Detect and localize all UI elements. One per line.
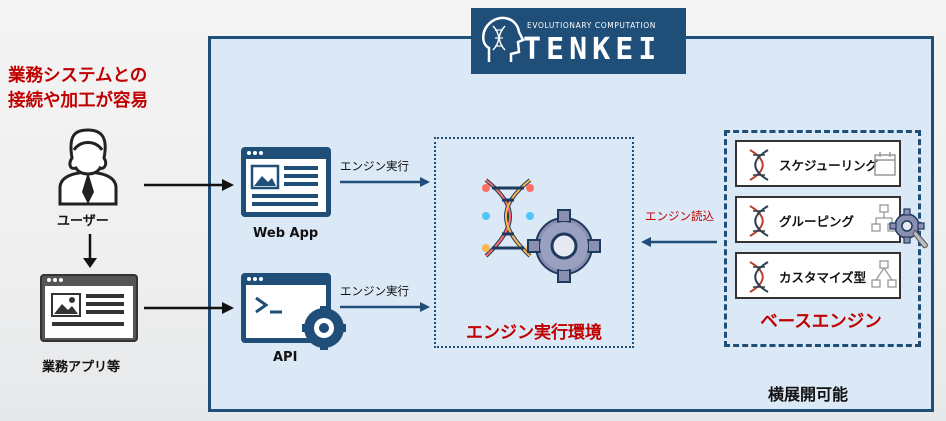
exec-label-1: エンジン実行 <box>340 159 409 173</box>
read-label: エンジン読込 <box>645 209 714 223</box>
arrow-webapp-engine <box>340 177 430 187</box>
wrench-gear-icon <box>889 208 928 249</box>
webapp-icon <box>241 147 331 217</box>
exec-label-2: エンジン実行 <box>340 284 409 298</box>
lead-line-2: 接続や加工が容易 <box>8 91 148 111</box>
base-item-grouping: グルーピング <box>735 196 901 243</box>
arrow-base-engine <box>641 237 717 247</box>
engine-env-title: エンジン実行環境 <box>466 323 602 343</box>
business-app-icon <box>40 274 138 342</box>
calendar-icon <box>874 152 896 176</box>
dna-icon <box>749 205 769 237</box>
api-icon <box>241 273 346 350</box>
dna-icon <box>749 261 769 293</box>
webapp-label: Web App <box>253 226 319 241</box>
business-app-label: 業務アプリ等 <box>42 360 121 375</box>
arrow-user-webapp <box>144 179 234 191</box>
base-item-label-2: グルーピング <box>779 214 855 229</box>
network-icon <box>871 260 897 288</box>
api-label: API <box>273 350 298 365</box>
tenkei-logo: EVOLUTIONARY COMPUTATION TENKEI <box>471 8 686 74</box>
dna-gear-icon <box>482 178 601 283</box>
lead-line-1: 業務システムとの <box>8 66 148 86</box>
arrow-app-api <box>144 302 234 314</box>
base-engine-title: ベースエンジン <box>760 312 882 332</box>
arrow-api-engine <box>340 302 430 312</box>
base-item-custom: カスタマイズ型 <box>735 252 901 299</box>
user-icon <box>58 128 118 206</box>
logo-subtitle: EVOLUTIONARY COMPUTATION <box>527 21 656 30</box>
user-label: ユーザー <box>57 214 109 229</box>
down-arrow <box>83 234 97 268</box>
logo-name: TENKEI <box>523 32 662 67</box>
api-gear-icon <box>302 306 346 350</box>
lead-text: 業務システムとの 接続や加工が容易 <box>8 64 148 114</box>
dna-icon <box>749 149 769 181</box>
engine-env-box <box>434 137 634 348</box>
base-item-scheduling: スケジューリング <box>735 140 901 187</box>
scalable-label: 横展開可能 <box>768 385 849 404</box>
base-item-label-1: スケジューリング <box>779 158 879 173</box>
head-dna-icon <box>482 16 525 62</box>
base-item-label-3: カスタマイズ型 <box>779 270 867 285</box>
